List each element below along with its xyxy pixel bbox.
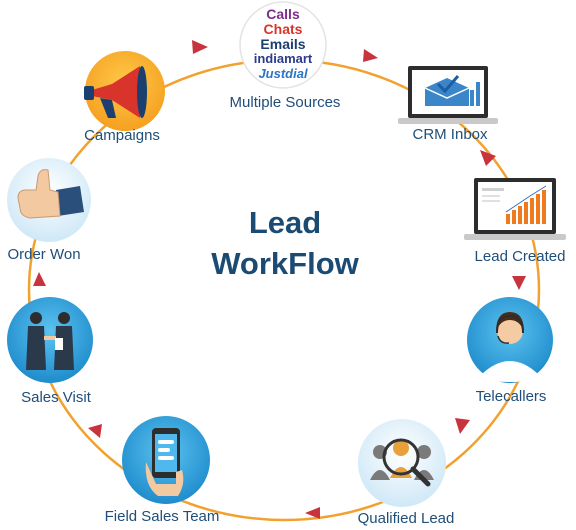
node-qualified-lead [358, 419, 446, 507]
source-justdial: Justdial [258, 66, 308, 81]
arrow-field-to-visit [88, 424, 102, 438]
node-field-sales-team [122, 416, 210, 504]
source-chats: Chats [264, 21, 303, 37]
label-multiple-sources: Multiple Sources [230, 94, 341, 111]
center-title: Lead WorkFlow [211, 205, 359, 281]
label-sales-visit: Sales Visit [21, 389, 92, 406]
arrow-telecallers-to-qualified [455, 418, 470, 434]
node-campaigns [84, 51, 165, 131]
source-emails: Emails [260, 36, 305, 52]
label-field-sales-team: Field Sales Team [105, 508, 220, 525]
laptop-inbox-icon [398, 66, 498, 124]
label-lead-created: Lead Created [475, 248, 566, 265]
arrow-visit-to-won [33, 272, 46, 286]
label-crm-inbox: CRM Inbox [412, 126, 488, 143]
title-line2: WorkFlow [211, 246, 359, 281]
label-qualified-lead: Qualified Lead [358, 510, 455, 527]
label-campaigns: Campaigns [84, 127, 160, 144]
arrow-crm-to-lead [480, 150, 496, 166]
node-telecallers [467, 297, 553, 383]
node-order-won [7, 158, 91, 242]
node-labels: Multiple Sources CRM Inbox Lead Created … [7, 94, 565, 527]
arrow-campaigns-to-sources [192, 40, 208, 54]
source-indiamart: indiamart [254, 51, 313, 66]
label-order-won: Order Won [7, 246, 80, 263]
flow-arrows [33, 40, 526, 519]
node-multiple-sources: Calls Chats Emails indiamart Justdial [239, 1, 327, 89]
sources-circle-icon [239, 1, 327, 89]
label-telecallers: Telecallers [476, 388, 547, 405]
node-crm-inbox [398, 66, 498, 124]
arrow-lead-to-telecallers [512, 276, 526, 290]
magnifier-people-icon [358, 419, 446, 507]
node-sales-visit [7, 297, 93, 383]
title-line1: Lead [249, 205, 321, 240]
laptop-chart-icon [464, 178, 566, 240]
arrow-sources-to-crm [363, 49, 378, 62]
arrow-qualified-to-field [305, 507, 320, 519]
node-lead-created [464, 178, 566, 240]
source-calls: Calls [266, 6, 300, 22]
